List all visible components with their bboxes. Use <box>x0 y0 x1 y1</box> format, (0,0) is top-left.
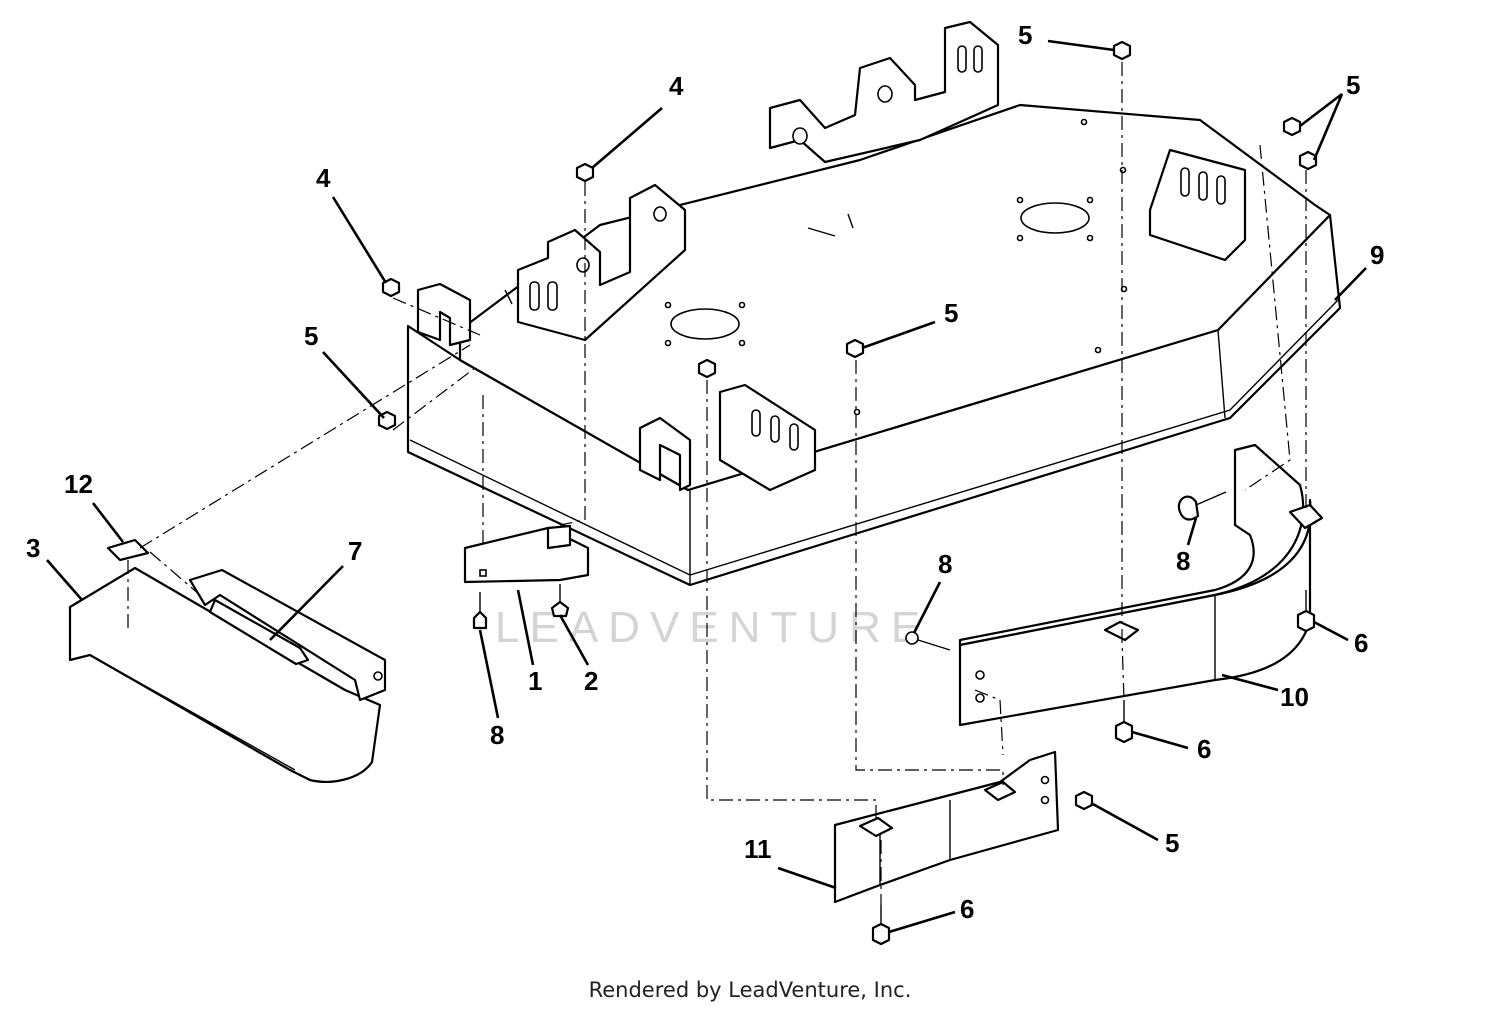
callout-12: 12 <box>64 469 93 499</box>
callout-9: 9 <box>1370 240 1384 270</box>
blade-guard-11 <box>833 750 1060 904</box>
callout-2: 2 <box>584 666 598 696</box>
callout-6-mid: 6 <box>1197 734 1211 764</box>
callout-8-left: 8 <box>490 720 504 750</box>
blade-guard-10 <box>958 443 1324 727</box>
callout-3: 3 <box>26 533 40 563</box>
callout-7: 7 <box>348 536 362 566</box>
callout-5-left: 5 <box>304 321 318 351</box>
deflector-3 <box>68 538 387 783</box>
leader-lines <box>46 39 1367 934</box>
callout-5-right: 5 <box>1346 70 1360 100</box>
callout-labels: 1 2 3 4 4 5 5 5 5 5 6 6 6 7 8 8 8 9 10 1… <box>26 20 1384 924</box>
callout-6-right: 6 <box>1354 628 1368 658</box>
callout-8-right: 8 <box>1176 546 1190 576</box>
callout-5-center: 5 <box>944 298 958 328</box>
mower-deck <box>406 20 1342 587</box>
callout-8-center: 8 <box>938 549 952 579</box>
callout-10: 10 <box>1280 682 1309 712</box>
callout-5-bottom: 5 <box>1165 828 1179 858</box>
callout-1: 1 <box>528 666 542 696</box>
bracket-1 <box>463 524 590 584</box>
callout-5-top: 5 <box>1018 20 1032 50</box>
assembly-lines <box>127 62 1307 905</box>
hardware <box>377 40 1318 946</box>
callout-4-left: 4 <box>316 163 331 193</box>
render-credit: Rendered by LeadVenture, Inc. <box>588 978 912 1002</box>
callout-6-bottom: 6 <box>960 894 974 924</box>
callout-4-top: 4 <box>669 71 684 101</box>
callout-11: 11 <box>744 834 772 864</box>
